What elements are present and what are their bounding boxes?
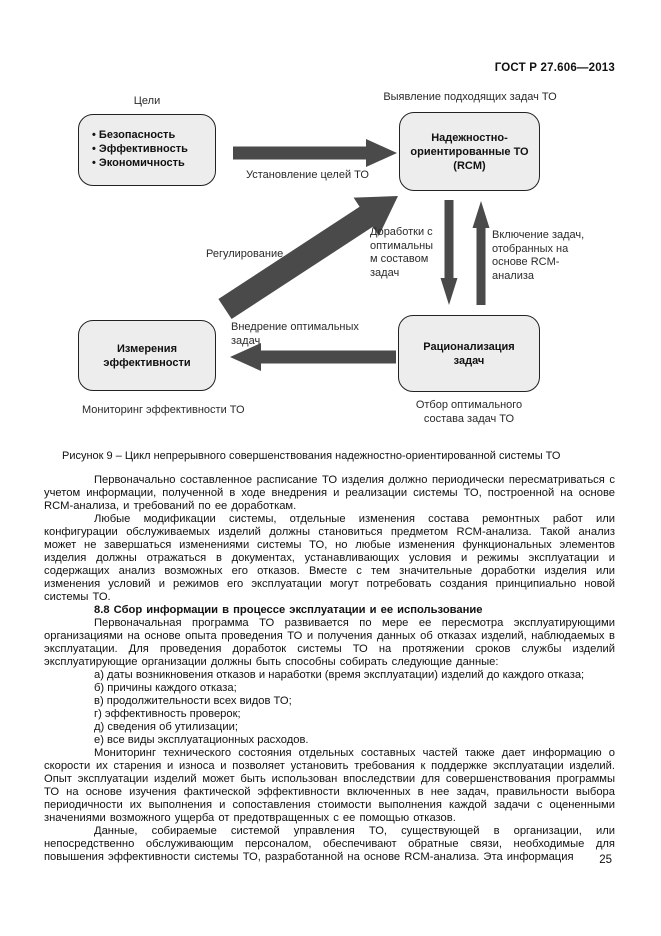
- figure-caption: Рисунок 9 – Цикл непрерывного совершенст…: [62, 450, 561, 462]
- label-rework-optimal-tasks: Доработки с оптимальны м составом задач: [370, 226, 434, 279]
- box-goals-list: • Безопасность • Эффективность • Экономи…: [78, 114, 216, 186]
- paragraph: Первоначальная программа ТО развивается …: [44, 617, 615, 668]
- list-item: г) эффективность проверок;: [94, 708, 241, 720]
- paragraph: Любые модификации системы, отдельные изм…: [44, 513, 615, 603]
- label-goals: Цели: [133, 95, 161, 107]
- arrow-diagonal-regulation-icon: [218, 196, 398, 319]
- box-rcm: Надежностно- ориентированные ТО (RCM): [399, 112, 540, 191]
- box-task-rationalization: Рационализация задач: [398, 315, 540, 392]
- label-implement-optimal-tasks: Внедрение оптимальных задач: [231, 321, 359, 347]
- arrow-left-implement-icon: [230, 343, 396, 371]
- list-item: б) причины каждого отказа;: [94, 682, 237, 694]
- paragraph: Данные, собираемые системой управления Т…: [44, 825, 615, 863]
- label-identify-suitable-tasks: Выявление подходящих задач ТО: [383, 91, 557, 103]
- data-list: а) даты возникновения отказов и наработк…: [44, 669, 615, 747]
- list-item: а) даты возникновения отказов и наработк…: [94, 669, 585, 681]
- label-regulation: Регулирование: [206, 248, 284, 260]
- arrow-right-establish-goals-icon: [233, 139, 397, 167]
- document-body: Первоначально составленное расписание ТО…: [44, 474, 615, 864]
- list-item: д) сведения об утилизации;: [94, 721, 238, 733]
- list-item: в) продолжительности всех видов ТО;: [94, 695, 292, 707]
- rcm-cycle-diagram: Цели Выявление подходящих задач ТО • Без…: [0, 0, 661, 445]
- paragraph: Мониторинг технического состояния отдель…: [44, 747, 615, 824]
- label-include-rcm-tasks: Включение задач, отобранных на основе RC…: [492, 229, 585, 282]
- arrow-down-rework-icon: [440, 200, 458, 305]
- list-item: е) все виды эксплуатационных расходов.: [94, 734, 309, 746]
- page-number: 25: [599, 854, 612, 866]
- diagram-arrows-layer: [218, 139, 490, 371]
- label-optimal-task-selection: Отбор оптимального состава задач ТО: [415, 399, 523, 425]
- arrow-up-include-icon: [472, 201, 490, 305]
- label-set-maintenance-goals: Установление целей ТО: [246, 169, 369, 181]
- document-code-header: ГОСТ Р 27.606—2013: [494, 62, 615, 74]
- paragraph: Первоначально составленное расписание ТО…: [44, 474, 615, 512]
- section-heading-8-8: 8.8 Сбор информации в процессе эксплуата…: [94, 604, 483, 616]
- box-efficiency-measurement: Измерения эффективности: [78, 320, 216, 391]
- label-efficiency-monitoring: Мониторинг эффективности ТО: [82, 404, 245, 416]
